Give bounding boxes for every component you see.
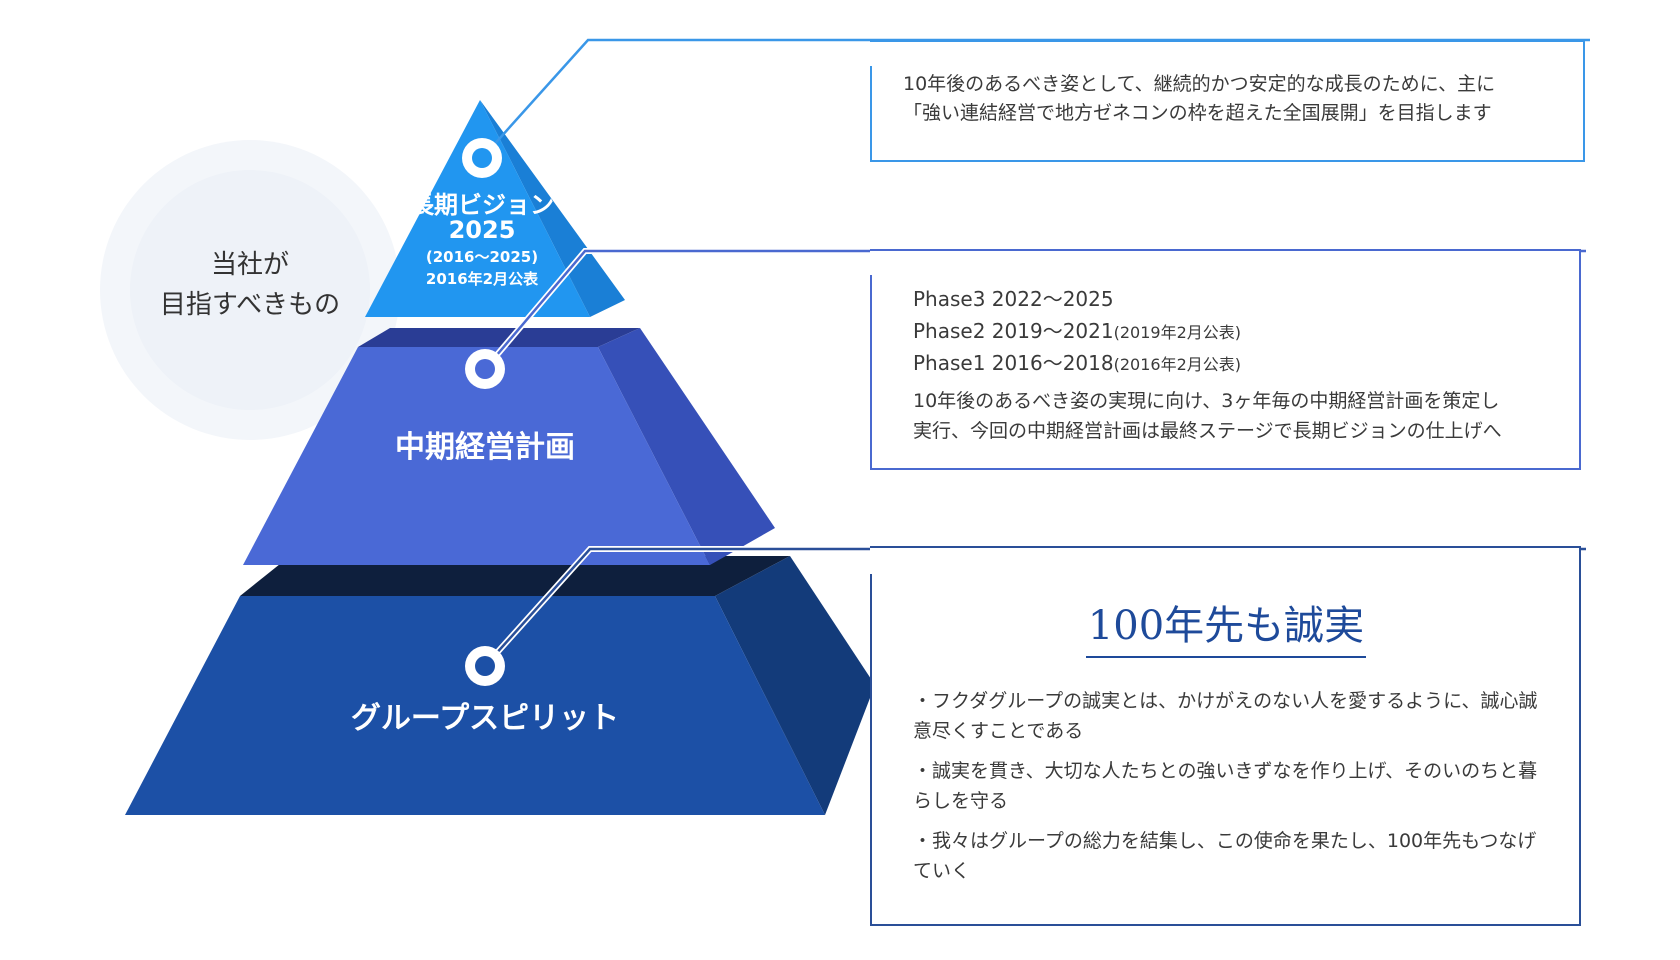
- goal-circle: 当社が 目指すべきもの: [100, 140, 400, 440]
- middle-layer-title: 中期経営計画: [395, 430, 575, 465]
- vision-line-2: 「強い連結経営で地方ゼネコンの枠を超えた全国展開」を目指します: [903, 102, 1492, 125]
- spirit-description-box: 100年先も誠実 ・フクダグループの誠実とは、かけがえのない人を愛するように、誠…: [870, 546, 1581, 926]
- top-layer-title-line-1: 長期ビジョン: [410, 191, 554, 219]
- plan-box-rule: [870, 275, 872, 470]
- connector-dot-plan: [465, 349, 505, 389]
- middle-layer-side: [598, 328, 775, 565]
- spirit-box-rule: [870, 574, 872, 926]
- middle-layer-cap: [358, 328, 640, 347]
- top-layer-title-line-2: 2025: [449, 216, 516, 244]
- plan-desc-line-2: 実行、今回の中期経営計画は最終ステージで長期ビジョンの仕上げへ: [913, 420, 1502, 442]
- plan-description: 10年後のあるべき姿の実現に向け、3ヶ年毎の中期経営計画を策定し 実行、今回の中…: [913, 386, 1567, 446]
- vision-line-1: 10年後のあるべき姿として、継続的かつ安定的な成長のために、主に: [903, 73, 1496, 95]
- phase-3-name: Phase3 2022〜2025: [913, 287, 1114, 311]
- phase-1: Phase1 2016〜2018(2016年2月公表): [913, 348, 1567, 380]
- spirit-headline: 100年先も誠実: [1085, 602, 1367, 658]
- vision-description-box: 10年後のあるべき姿として、継続的かつ安定的な成長のために、主に 「強い連結経営…: [870, 40, 1585, 162]
- bottom-layer-face: [125, 596, 825, 815]
- spirit-bullet-2: ・誠実を貫き、大切な人たちとの強いきずなを作り上げ、そのいのちと暮らしを守る: [913, 760, 1538, 812]
- phase-2: Phase2 2019〜2021(2019年2月公表): [913, 316, 1567, 348]
- vision-box-rule: [870, 66, 872, 162]
- bottom-layer-side: [715, 556, 875, 815]
- phase-2-name: Phase2 2019〜2021: [913, 319, 1114, 343]
- bottom-layer-title: グループスピリット: [351, 701, 619, 736]
- connector-dot-spirit: [465, 646, 505, 686]
- connector-dot-vision: [462, 138, 502, 178]
- pyramid-top-layer: 長期ビジョン 2025 (2016〜2025) 2016年2月公表: [365, 100, 625, 317]
- middle-layer-face: [243, 347, 710, 565]
- phase-1-name: Phase1 2016〜2018: [913, 351, 1114, 375]
- spirit-bullet-3: ・我々はグループの総力を結集し、この使命を果たし、100年先もつなげていく: [913, 830, 1537, 882]
- top-layer-side: [480, 100, 625, 317]
- phase-1-note: (2016年2月公表): [1113, 355, 1241, 374]
- bottom-layer-cap: [240, 556, 790, 596]
- top-layer-face: [365, 100, 590, 317]
- spirit-bullet-1: ・フクダグループの誠実とは、かけがえのない人を愛するように、誠心誠意尽くすことで…: [913, 690, 1538, 742]
- top-layer-announced: 2016年2月公表: [426, 270, 539, 288]
- top-layer-period: (2016〜2025): [426, 248, 538, 266]
- goal-line-2: 目指すべきもの: [160, 290, 340, 320]
- pyramid-middle-layer: 中期経営計画: [243, 328, 775, 565]
- phase-3: Phase3 2022〜2025: [913, 284, 1567, 316]
- plan-desc-line-1: 10年後のあるべき姿の実現に向け、3ヶ年毎の中期経営計画を策定し: [913, 390, 1500, 412]
- goal-line-1: 当社が: [211, 250, 289, 280]
- pyramid-bottom-layer: グループスピリット: [125, 556, 875, 815]
- plan-description-box: Phase3 2022〜2025 Phase2 2019〜2021(2019年2…: [870, 249, 1581, 470]
- phase-2-note: (2019年2月公表): [1113, 323, 1241, 342]
